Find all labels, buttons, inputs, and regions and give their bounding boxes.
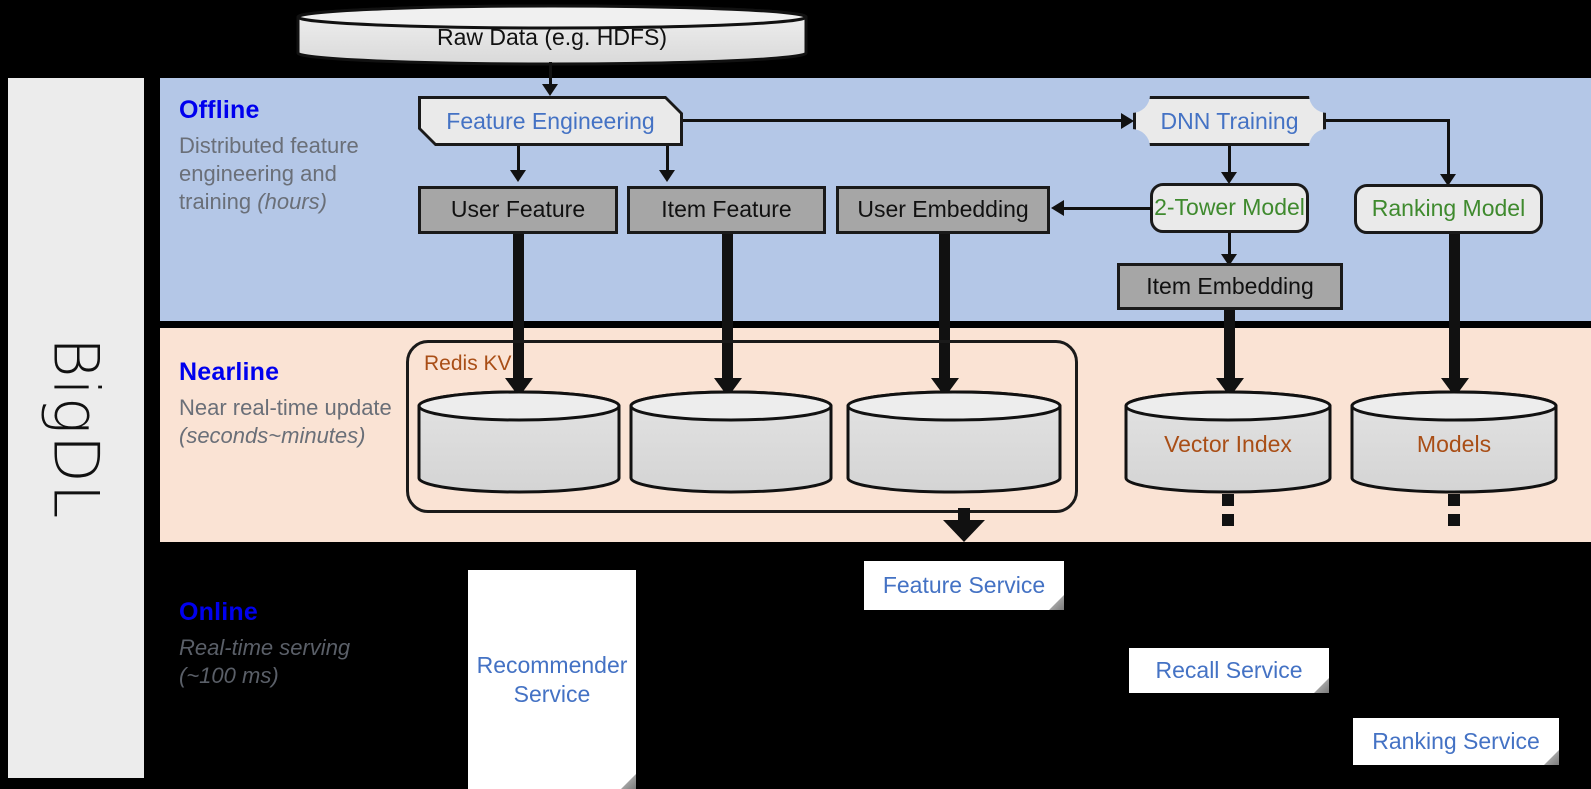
arrowhead-dnn-ranking [1440,174,1456,186]
redis-kv-label: Redis KV [424,352,512,375]
connector-vectorindex-recall-stub2 [1222,514,1234,526]
feature-service-label: Feature Service [882,572,1046,599]
vector-index-label: Vector Index [1164,431,1292,458]
ranking-service-label: Ranking Service [1372,728,1540,755]
online-description: Real-time serving (~100 ms) [179,635,351,689]
connector-userembedding-redis [939,234,950,385]
arrowhead-fe-itemfeature [659,170,675,182]
nearline-caption: Nearline Near real-time update (seconds~… [179,358,429,450]
online-caption: Online Real-time serving (~100 ms) [179,598,409,690]
connector-userfeature-redis [513,234,524,385]
offline-description: Distributed feature engineering and trai… [179,133,359,215]
dnn-training-node[interactable]: DNN Training [1132,95,1327,147]
arrowhead-fe-userfeature [510,170,526,182]
connector-twotower-userembedding [1064,207,1152,210]
nearline-description: Near real-time update (seconds~minutes) [179,395,392,449]
connector-models-ranking-stub1 [1448,494,1460,506]
item-feature-node[interactable]: Item Feature [627,186,826,234]
user-embedding-label: User Embedding [857,196,1029,223]
arrowhead-redis-featureservice [943,520,985,542]
redis-kv-container [406,340,1078,513]
connector-fe-itemfeature [666,146,669,172]
user-feature-node[interactable]: User Feature [418,186,618,234]
connector-vectorindex-recall-stub1 [1222,494,1234,506]
raw-data-cylinder: Raw Data (e.g. HDFS) [296,4,808,66]
bigdl-label: BigDL [39,336,113,520]
arrowhead-fe-dnn [1121,113,1134,129]
models-cylinder[interactable]: Models [1350,390,1558,494]
user-embedding-node[interactable]: User Embedding [836,186,1050,234]
ranking-model-node[interactable]: Ranking Model [1354,184,1543,234]
connector-dnn-ranking-v [1447,119,1450,176]
feature-engineering-label: Feature Engineering [446,107,655,134]
arrowhead-rawdata-fe [542,84,558,96]
redis-cylinder-item-feature[interactable] [629,390,833,494]
recommender-service-node[interactable]: Recommender Service [468,570,636,789]
arrowhead-dnn-twotower [1221,172,1237,184]
arrowhead-twotower-userembedding [1051,200,1064,216]
connector-dnn-twotower [1228,146,1231,174]
nearline-title: Nearline [179,358,280,386]
user-feature-label: User Feature [450,196,586,223]
feature-service-node[interactable]: Feature Service [864,561,1064,610]
dnn-training-label: DNN Training [1160,107,1299,134]
connector-itemfeature-redis [722,234,733,385]
offline-caption: Offline Distributed feature engineering … [179,96,409,216]
connector-rankingmodel-models [1449,234,1460,385]
connector-models-ranking-stub2 [1448,514,1460,526]
recommender-service-label: Recommender Service [476,651,628,707]
connector-redis-featureservice-stub [958,508,970,520]
feature-engineering-node[interactable]: Feature Engineering [418,96,683,146]
models-label: Models [1416,431,1492,458]
item-feature-label: Item Feature [661,196,792,223]
connector-fe-dnn [683,119,1125,122]
item-embedding-node[interactable]: Item Embedding [1117,263,1343,310]
connector-itememb-vectorindex [1224,310,1235,385]
ranking-model-label: Ranking Model [1371,195,1526,222]
connector-rawdata-fe [549,62,552,86]
two-tower-model-label: 2-Tower Model [1154,194,1305,221]
redis-cylinder-user-embedding[interactable] [846,390,1062,494]
bigdl-sidebar: BigDL [8,78,144,778]
connector-fe-userfeature [517,146,520,172]
connector-twotower-itememb [1228,233,1231,257]
vector-index-cylinder[interactable]: Vector Index [1124,390,1332,494]
recall-service-node[interactable]: Recall Service [1129,648,1329,693]
raw-data-label: Raw Data (e.g. HDFS) [436,24,668,51]
item-embedding-label: Item Embedding [1146,272,1314,299]
connector-dnn-ranking-h [1326,119,1450,122]
offline-title: Offline [179,96,260,124]
online-title: Online [179,598,258,626]
two-tower-model-node[interactable]: 2-Tower Model [1150,183,1309,233]
ranking-service-node[interactable]: Ranking Service [1353,718,1559,765]
redis-cylinder-user-feature[interactable] [417,390,621,494]
recall-service-label: Recall Service [1155,657,1303,684]
